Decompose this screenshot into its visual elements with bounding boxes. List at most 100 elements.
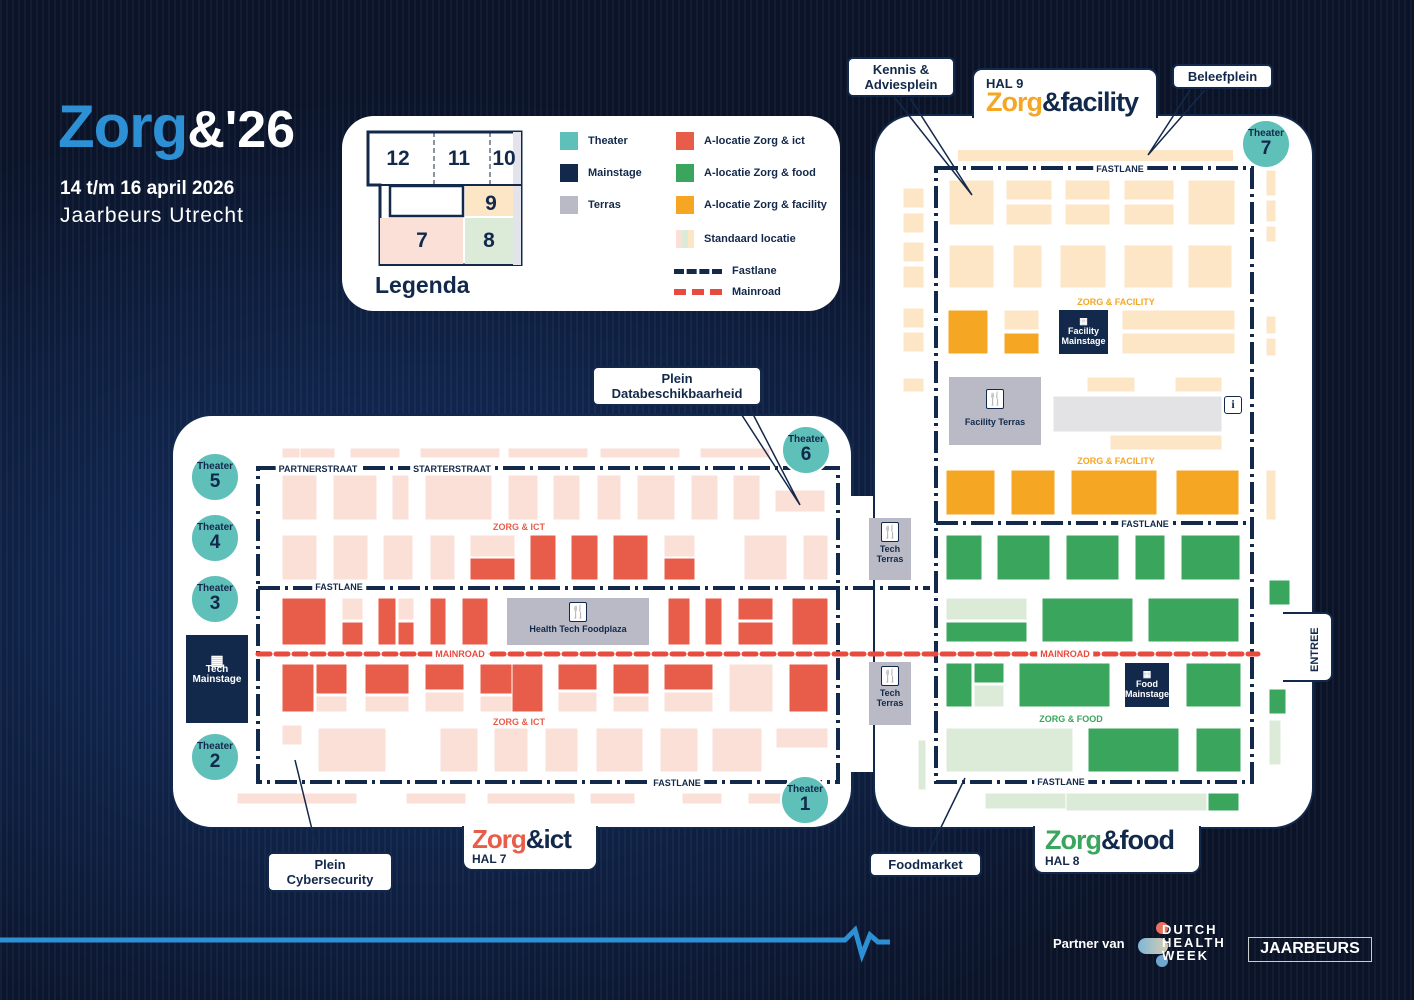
booth[interactable] [1268, 719, 1282, 766]
booth[interactable] [728, 663, 774, 713]
booth[interactable] [663, 534, 696, 558]
booth[interactable] [1123, 244, 1174, 289]
booth[interactable] [902, 265, 925, 289]
booth[interactable] [507, 447, 589, 459]
booth[interactable] [332, 474, 378, 521]
booth[interactable] [1174, 376, 1223, 393]
booth[interactable] [667, 597, 691, 646]
booth[interactable] [544, 727, 579, 773]
booth[interactable] [493, 727, 529, 773]
health-tech-foodplaza[interactable]: 🍴Health Tech Foodplaza [507, 598, 649, 645]
booth[interactable] [902, 212, 925, 234]
booth[interactable] [341, 597, 364, 621]
booth[interactable] [377, 597, 397, 646]
booth[interactable] [529, 534, 557, 581]
booth[interactable] [681, 792, 723, 805]
booth[interactable] [791, 597, 829, 646]
booth[interactable] [364, 663, 410, 695]
booth[interactable] [902, 377, 925, 393]
booth[interactable] [405, 792, 467, 805]
booth[interactable] [299, 447, 336, 459]
booth[interactable] [996, 534, 1051, 581]
booth[interactable] [663, 557, 696, 581]
booth[interactable] [439, 727, 479, 773]
booth[interactable] [945, 597, 1028, 621]
booth[interactable] [1268, 688, 1287, 715]
booth[interactable] [557, 663, 598, 691]
food-mainstage[interactable]: ▦Food Mainstage [1125, 663, 1169, 707]
booth[interactable] [364, 695, 410, 713]
booth[interactable] [1064, 179, 1111, 201]
booth[interactable] [557, 691, 598, 713]
booth[interactable] [1265, 469, 1277, 521]
booth[interactable] [1123, 179, 1175, 201]
booth[interactable] [1147, 597, 1240, 643]
booth[interactable] [902, 241, 925, 263]
booth[interactable] [1187, 179, 1236, 226]
booth[interactable] [902, 331, 925, 353]
booth[interactable] [945, 621, 1028, 643]
booth[interactable] [663, 691, 714, 713]
booth[interactable] [1005, 203, 1053, 226]
booth[interactable] [1268, 579, 1291, 606]
booth[interactable] [984, 792, 1071, 810]
booth[interactable] [315, 663, 348, 695]
booth[interactable] [659, 727, 699, 773]
booth[interactable] [1265, 199, 1277, 223]
booth[interactable] [469, 557, 516, 581]
booth[interactable] [1005, 179, 1053, 201]
booth[interactable] [1003, 332, 1040, 355]
booth[interactable] [1070, 469, 1158, 516]
booth[interactable] [973, 662, 1005, 684]
booth[interactable] [479, 695, 513, 713]
booth[interactable] [595, 727, 644, 773]
booth[interactable] [570, 534, 599, 581]
booth[interactable] [690, 474, 719, 521]
booth[interactable] [1018, 662, 1111, 708]
booth[interactable] [1265, 225, 1277, 243]
booth[interactable] [1123, 203, 1175, 226]
booth[interactable] [424, 663, 465, 691]
booth[interactable] [1065, 534, 1120, 581]
booth[interactable] [945, 534, 983, 581]
booth[interactable] [945, 727, 1074, 773]
booth[interactable] [802, 534, 829, 581]
booth[interactable] [429, 597, 447, 646]
booth[interactable] [281, 724, 303, 746]
booth[interactable] [1052, 395, 1223, 433]
booth[interactable] [1012, 244, 1043, 289]
booth[interactable] [469, 534, 516, 558]
booth[interactable] [947, 309, 989, 355]
booth[interactable] [1121, 332, 1236, 355]
booth[interactable] [281, 663, 315, 713]
booth[interactable] [1207, 792, 1240, 812]
booth[interactable] [1065, 792, 1208, 812]
booth[interactable] [775, 727, 829, 749]
booth[interactable] [1064, 203, 1111, 226]
booth[interactable] [486, 792, 576, 805]
booth[interactable] [349, 447, 401, 459]
booth[interactable] [589, 792, 636, 805]
booth[interactable] [902, 187, 925, 209]
booth[interactable] [1265, 169, 1277, 197]
booth[interactable] [1003, 309, 1040, 331]
booth[interactable] [1087, 727, 1180, 773]
booth[interactable] [1109, 434, 1223, 451]
booth[interactable] [902, 307, 925, 329]
booth[interactable] [596, 474, 622, 521]
booth[interactable] [599, 447, 681, 459]
booth[interactable] [461, 597, 489, 646]
tech-mainstage[interactable]: ▦Tech Mainstage [186, 635, 248, 723]
booth[interactable] [973, 684, 1005, 708]
booth[interactable] [419, 447, 501, 459]
booth[interactable] [945, 469, 996, 516]
booth[interactable] [945, 662, 973, 708]
facility-mainstage[interactable]: ▦Facility Mainstage [1059, 310, 1108, 354]
booth[interactable] [743, 534, 788, 581]
booth[interactable] [281, 447, 303, 459]
booth[interactable] [1180, 534, 1241, 581]
tech-terras-north[interactable]: 🍴Tech Terras [869, 518, 911, 580]
booth[interactable] [391, 474, 410, 521]
